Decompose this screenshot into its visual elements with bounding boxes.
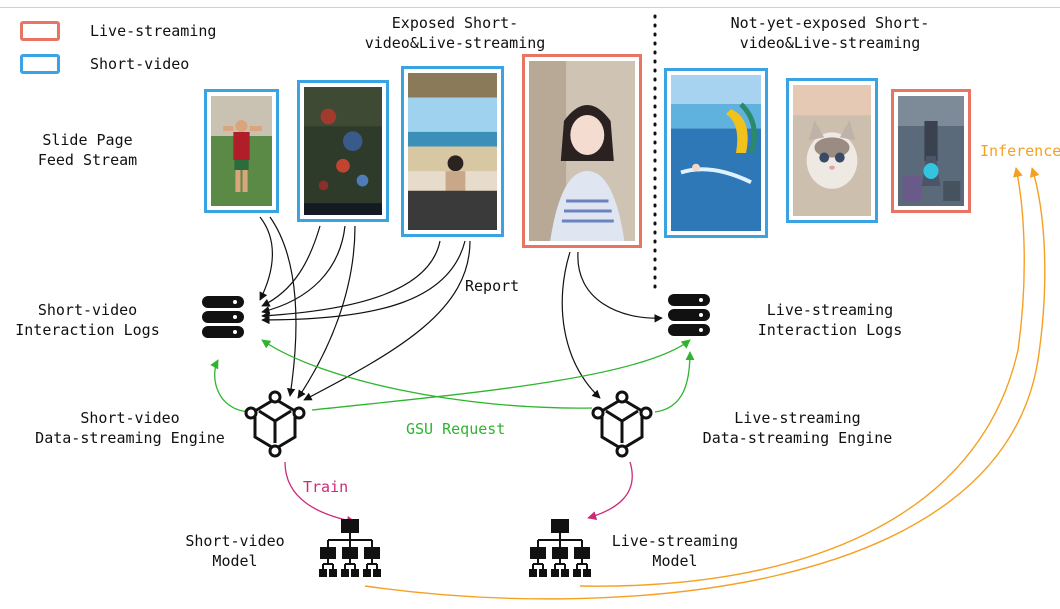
header-exposed-line1: Exposed Short- [391,14,519,32]
thumb-live-woman [522,54,642,248]
inference-label: Inference [980,142,1060,160]
legend-short-label: Short-video [90,55,190,73]
legend-live-label: Live-streaming [90,22,217,40]
arrow-thumb3b-to-logs [261,240,466,325]
live-engine-line2: Data-streaming Engine [702,429,893,447]
thumb-soccer [204,89,279,213]
live-engine-line1: Live-streaming [734,409,861,427]
feed-stream-label: Slide Page Feed Stream [10,130,165,170]
inference-arrow-live [579,167,1025,587]
thumb-kitten [786,78,878,223]
header-exposed-line2: video&Live-streaming [364,34,546,52]
gsu-request-label: GSU Request [406,420,506,438]
live-logs-line1: Live-streaming [766,301,894,319]
short-logs-label: Short-video Interaction Logs [0,300,175,340]
arrow-thumb2-to-engine [297,225,356,399]
live-logs-label: Live-streaming Interaction Logs [740,300,920,340]
short-model-hierarchy-tree-icon [319,519,381,577]
arrow-thumb3-to-engine [303,240,471,401]
game-live-image [898,96,964,206]
feed-line1: Slide Page [42,131,133,149]
live-model-hierarchy-tree-icon [529,519,591,577]
arrow-thumb3-to-logs [261,240,441,320]
short-logs-line1: Short-video [37,301,138,319]
soccer-player-image [211,96,272,206]
train-arrow-short [284,461,356,525]
short-engine-line1: Short-video [80,409,180,427]
header-not-exposed: Not-yet-exposed Short- video&Live-stream… [705,13,955,53]
feed-line2: Feed Stream [37,151,138,169]
live-streamer-image [529,61,635,241]
top-rule [0,7,1060,8]
live-engine-hexagon-network-icon [591,390,653,458]
gsu-arrow-live-to-livelogs [654,351,695,413]
short-engine-label: Short-video Data-streaming Engine [20,408,240,448]
arrow-thumb2b-to-logs [261,225,346,315]
arrow-live-to-liveengine [561,251,601,399]
thumb-beach [401,66,504,237]
inference-arrow-short [364,167,1046,600]
short-logs-line2: Interaction Logs [15,321,160,339]
gsu-arrow-short-to-livelogs [311,339,691,411]
thumb-game-battle [297,80,389,222]
kitten-image [793,85,871,216]
arrow-thumb1-to-logs [259,216,273,301]
water-park-image [671,75,761,231]
short-model-line1: Short-video [185,532,285,550]
live-logs-line2: Interaction Logs [757,321,903,339]
gsu-arrow-short-to-shortlogs [210,359,251,413]
arrow-live-to-livelogs [577,251,663,323]
header-exposed: Exposed Short- video&Live-streaming [330,13,580,53]
live-model-line1: Live-streaming [611,532,739,550]
short-engine-hexagon-network-icon [244,390,306,458]
gsu-arrow-live-to-shortlogs [261,339,593,409]
header-not-exposed-line1: Not-yet-exposed Short- [730,14,930,32]
report-label: Report [465,277,520,295]
legend-live-swatch [20,21,60,41]
game-battle-image [304,87,382,215]
short-engine-line2: Data-streaming Engine [35,429,225,447]
thumb-water-park [664,68,768,238]
live-engine-label: Live-streaming Data-streaming Engine [685,408,910,448]
arrow-thumb1-to-engine [269,216,297,397]
live-model-line2: Model [652,552,698,570]
live-model-label: Live-streaming Model [600,531,750,571]
train-arrow-live [587,461,633,521]
arrow-thumb2-to-logs [261,225,321,307]
header-not-exposed-line2: video&Live-streaming [739,34,921,52]
live-logs-database-icon [668,294,710,336]
legend-short-swatch [20,54,60,74]
short-model-label: Short-video Model [170,531,300,571]
beach-woman-image [408,73,497,230]
train-label: Train [303,478,349,496]
short-model-line2: Model [212,552,258,570]
short-logs-database-icon [202,296,244,338]
thumb-game-live [891,89,971,213]
